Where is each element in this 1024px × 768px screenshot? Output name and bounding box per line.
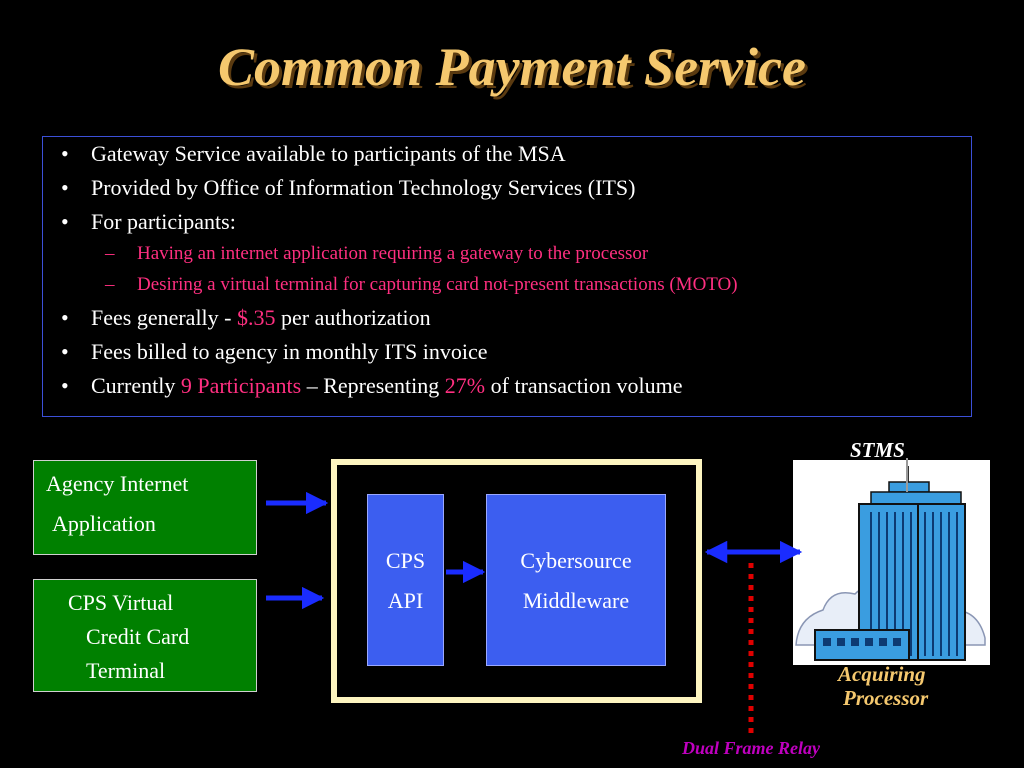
dual-frame-relay-label: Dual Frame Relay [682, 738, 820, 758]
slide-title: Common Payment Service [218, 37, 806, 97]
cps-api-line2: API [387, 588, 424, 613]
cybersource-middleware-box: Cybersource Middleware [486, 494, 666, 666]
bullet-list: •Gateway Service available to participan… [42, 136, 972, 417]
sub-bullet-item: –Desiring a virtual terminal for capturi… [105, 274, 738, 295]
vt-label-line3: Terminal [86, 658, 166, 683]
agency-label-line1: Agency Internet [46, 471, 189, 496]
building-icon [795, 466, 986, 661]
cps-api-line1: CPS [385, 548, 426, 573]
cybersource-line1: Cybersource [520, 548, 632, 573]
acquiring-processor-building [793, 460, 990, 665]
cybersource-line2: Middleware [522, 588, 630, 613]
vt-label-line2: Credit Card [86, 624, 190, 649]
agency-internet-application-box: Agency Internet Application [33, 460, 257, 555]
bullet-item: •Fees billed to agency in monthly ITS in… [61, 339, 488, 364]
vt-label-line1: CPS Virtual [68, 590, 174, 615]
acquiring-label: Acquiring [838, 662, 926, 686]
bullet-item: •Gateway Service available to participan… [61, 141, 566, 166]
stms-label: STMS [850, 438, 905, 462]
agency-label-line2: Application [52, 511, 156, 536]
bullet-item: •For participants: [61, 209, 236, 234]
processor-label: Processor [843, 686, 929, 710]
sub-bullet-item: –Having an internet application requirin… [105, 243, 649, 264]
bullet-item: •Currently 9 Participants – Representing… [61, 373, 683, 398]
cps-api-box: CPS API [367, 494, 444, 666]
bullet-item: •Fees generally - $.35 per authorization [61, 305, 431, 330]
cps-virtual-terminal-box: CPS Virtual Credit Card Terminal [33, 579, 257, 692]
bullet-item: •Provided by Office of Information Techn… [61, 175, 636, 200]
